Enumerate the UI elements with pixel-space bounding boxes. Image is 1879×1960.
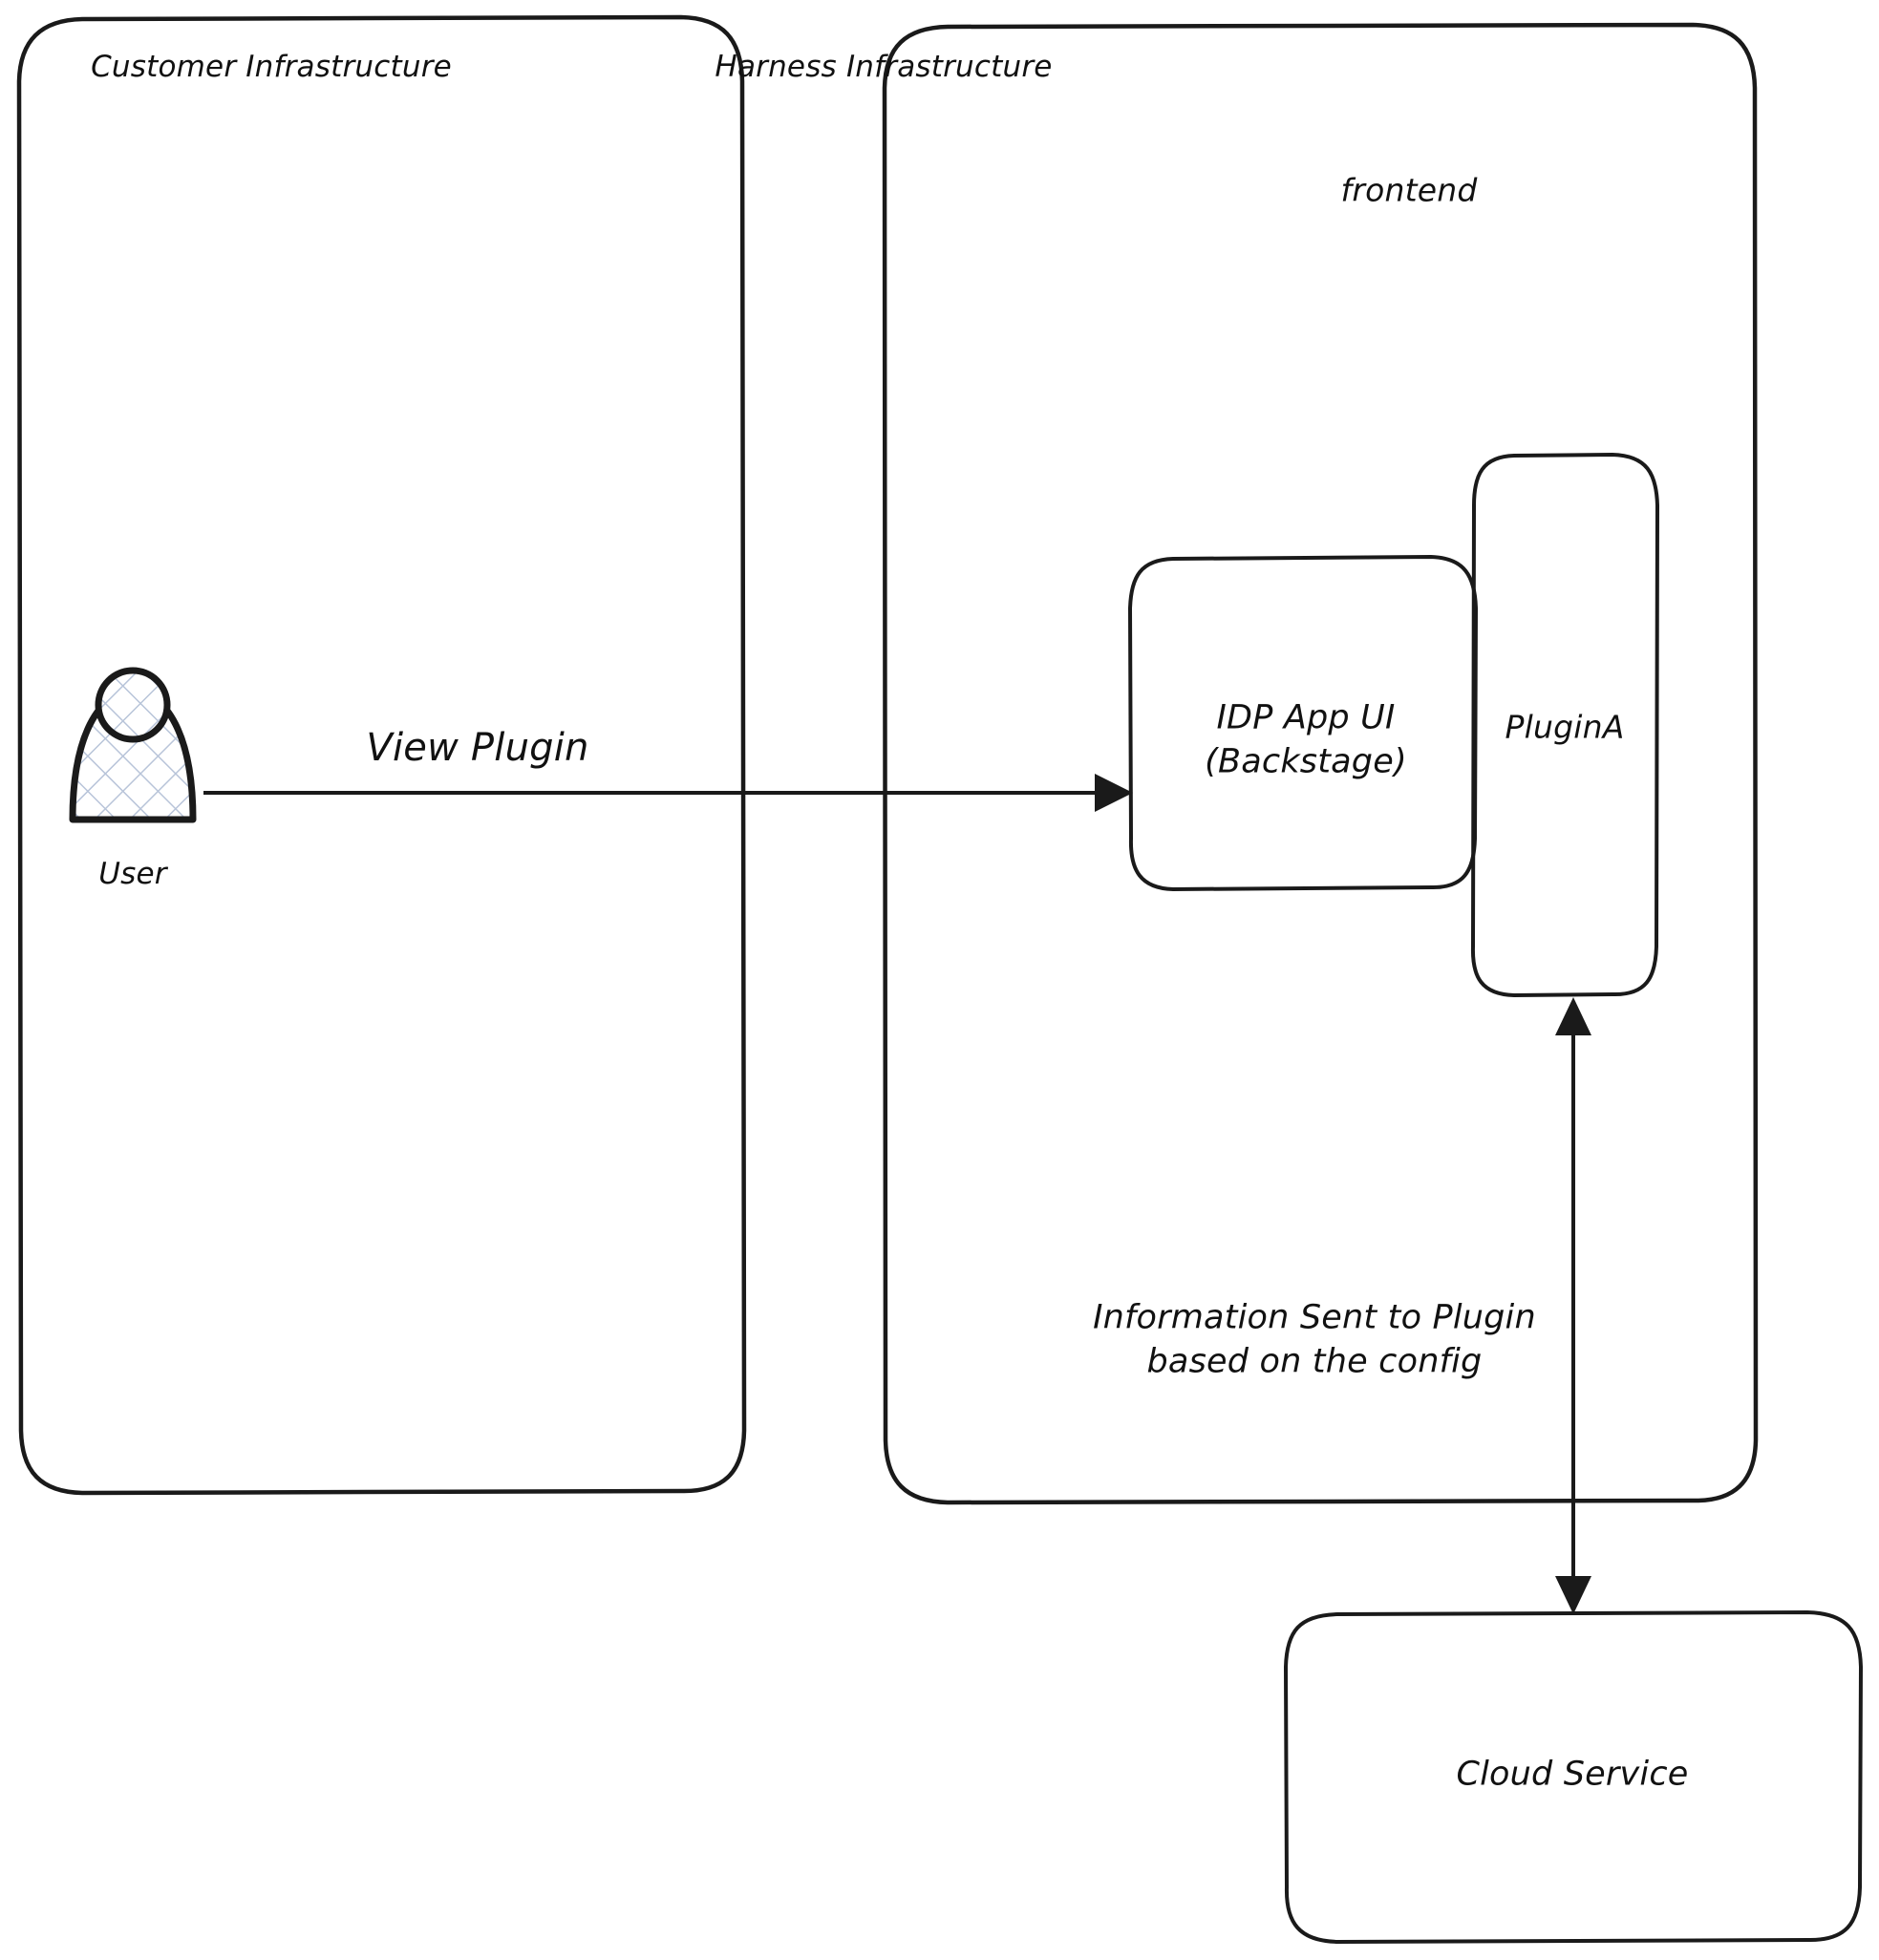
- node-label-idp-app-ui-line1: IDP App UI: [1216, 698, 1396, 737]
- container-customer-infrastructure[interactable]: [16, 14, 747, 1496]
- edge-label-information-sent-line2: based on the config: [1146, 1342, 1483, 1380]
- node-label-cloud-service: Cloud Service: [1456, 1755, 1689, 1794]
- node-label-idp-app-ui: IDP App UI (Backstage): [1205, 697, 1407, 784]
- node-label-idp-app-ui-line2: (Backstage): [1205, 742, 1407, 780]
- node-plugin-a[interactable]: [1470, 453, 1659, 997]
- edge-user-to-idp[interactable]: [203, 774, 1133, 812]
- node-label-user: User: [98, 856, 167, 891]
- group-label-frontend: frontend: [1340, 171, 1478, 209]
- edge-label-view-plugin: View Plugin: [366, 726, 589, 770]
- container-label-harness-infrastructure: Harness Infrastructure: [715, 49, 1053, 84]
- container-harness-infrastructure[interactable]: [882, 22, 1759, 1505]
- actor-user-icon[interactable]: [69, 667, 197, 823]
- node-cloud-service[interactable]: [1284, 1610, 1863, 1944]
- container-label-customer-infrastructure: Customer Infrastructure: [91, 49, 452, 84]
- node-label-plugin-a: PluginA: [1505, 708, 1625, 746]
- node-idp-app-ui[interactable]: [1128, 555, 1478, 891]
- edge-plugin-to-cloud[interactable]: [1555, 997, 1591, 1614]
- edge-label-information-sent: Information Sent to Plugin based on the c…: [1093, 1297, 1536, 1384]
- edge-label-information-sent-line1: Information Sent to Plugin: [1093, 1298, 1536, 1337]
